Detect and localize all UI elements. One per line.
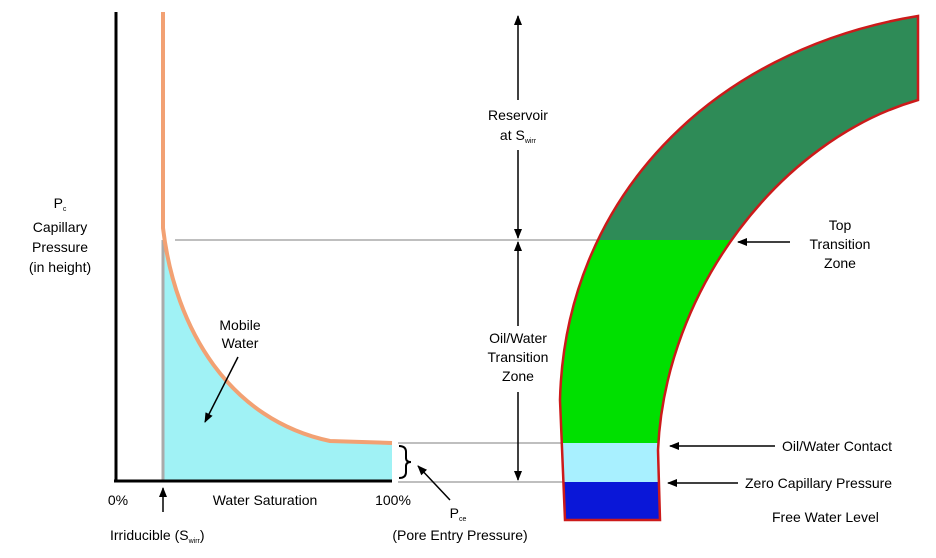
x-axis-label: Water Saturation — [213, 492, 318, 508]
entry-pressure-caption: (Pore Entry Pressure) — [392, 527, 527, 543]
contact-label: Oil/Water Contact — [782, 438, 892, 454]
x-min-label: 0% — [108, 492, 128, 508]
mobile-water-area — [163, 228, 392, 480]
transition-zone — [560, 240, 918, 443]
mobile-water-label-line-1: Mobile — [219, 317, 260, 333]
free-water-level-label: Free Water Level — [772, 509, 879, 525]
top-transition-label-line-2: Transition — [810, 236, 871, 252]
top-transition-label-line-1: Top — [829, 217, 852, 233]
pc-symbol: Pc — [54, 195, 67, 213]
transition-label-line-3: Zone — [502, 368, 534, 384]
irreducible-label: Irriducible (Swirr) — [110, 527, 205, 545]
transition-label-line-2: Transition — [488, 349, 549, 365]
mobile-water-label-line-2: Water — [222, 335, 259, 351]
y-axis-label-line-2: Pressure — [32, 239, 88, 255]
y-axis-label-line-1: Capillary — [33, 219, 87, 235]
reservoir-label-line-1: Reservoir — [488, 107, 548, 123]
transition-label-line-1: Oil/Water — [489, 330, 547, 346]
entry-pressure-symbol: Pce — [450, 505, 467, 523]
top-transition-label-line-3: Zone — [824, 255, 856, 271]
reservoir-zone — [560, 16, 918, 240]
x-max-label: 100% — [375, 492, 411, 508]
entry-pressure-brace — [398, 445, 412, 479]
mobile-water-arrow — [204, 356, 239, 423]
entry-pressure-arrow — [417, 465, 451, 501]
zero-capillary-label: Zero Capillary Pressure — [745, 475, 892, 491]
capillary-pressure-curve — [161, 12, 393, 445]
reservoir-label-line-2: at Swirr — [500, 127, 537, 145]
y-axis-label-line-3: (in height) — [29, 259, 91, 275]
reservoir-arc-outline — [558, 14, 920, 522]
